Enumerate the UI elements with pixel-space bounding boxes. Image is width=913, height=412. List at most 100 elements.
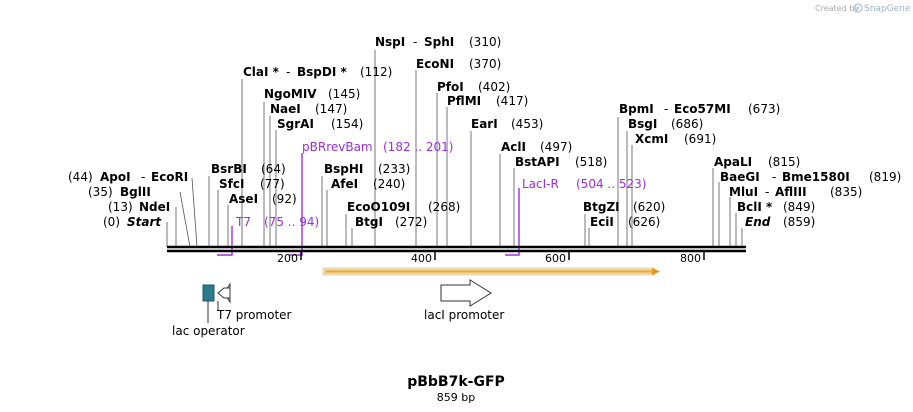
site-label-bsrbi: BsrBI	[211, 162, 247, 176]
site-pos: (147)	[315, 102, 347, 116]
site-pos: (835)	[830, 185, 862, 199]
site-pos: (417)	[496, 94, 528, 108]
site-label-acli: AclI	[501, 140, 526, 154]
site-label-pflmi: PflMI	[447, 94, 481, 108]
site-pos: (44)	[68, 170, 93, 184]
primer-label: T7	[235, 215, 251, 229]
feature-lac-operator[interactable]: lac operator	[172, 284, 245, 338]
sequence-backbone	[167, 245, 746, 253]
ruler-label-600: 600	[545, 252, 566, 265]
site-label-bcli: BclI *	[737, 200, 773, 214]
site-pos: (626)	[628, 215, 660, 229]
site-label-bme1580i: Bme1580I	[782, 170, 850, 184]
orf-arrow[interactable]	[322, 267, 660, 276]
site-pos: (370)	[469, 57, 501, 71]
site-label-naei: NaeI	[270, 102, 301, 116]
site-label-ngomiv: NgoMIV	[264, 87, 317, 101]
site-pos: (815)	[768, 155, 800, 169]
site-label-baegi: BaeGI	[720, 170, 760, 184]
site-label-sgrai: SgrAI	[277, 117, 314, 131]
site-pos: (92)	[272, 192, 297, 206]
site-pos: (518)	[575, 155, 607, 169]
snapgene-logo-icon	[853, 3, 863, 13]
primer-range: (75 .. 94)	[264, 215, 319, 229]
site-label-bstapi: BstAPI	[515, 155, 560, 169]
feature-t7-promoter[interactable]: T7 promoter	[216, 282, 292, 322]
site-label-afliii: AflIII	[775, 185, 807, 199]
site-pos: (145)	[328, 87, 360, 101]
site-label-sfci: SfcI	[219, 177, 244, 191]
site-label-btgzi: BtgZI	[583, 200, 620, 214]
site-label-pfoi: PfoI	[437, 80, 464, 94]
plasmid-length: 859 bp	[437, 391, 475, 404]
site-pos: (77)	[260, 177, 285, 191]
site-label-sphi: SphI	[424, 35, 454, 49]
site-pos: (686)	[671, 117, 703, 131]
watermark-text: Created by	[815, 4, 859, 13]
site-label-econi: EcoNI	[416, 57, 454, 71]
site-label-bpmi: BpmI	[619, 102, 654, 116]
primer-range: (182 .. 201)	[383, 140, 453, 154]
site-pos: (64)	[261, 162, 286, 176]
site-pos: (272)	[395, 215, 427, 229]
site-leader-lines	[166, 50, 743, 248]
site-pos: (453)	[511, 117, 543, 131]
plasmid-name: pBbB7k-GFP	[407, 374, 505, 390]
site-dash: -	[141, 170, 145, 184]
site-dash: -	[413, 35, 417, 49]
site-label-nspi: NspI	[375, 35, 405, 49]
primer-range: (504 .. 523)	[576, 177, 646, 191]
primer-laci-r[interactable]: LacI-R (504 .. 523)	[505, 177, 646, 256]
site-label-bsphi: BspHI	[324, 162, 363, 176]
site-label-ndei: NdeI	[139, 200, 170, 214]
site-pos: (310)	[469, 35, 501, 49]
site-pos: (35)	[88, 185, 113, 199]
site-pos: (13)	[108, 200, 133, 214]
start-label: Start	[127, 215, 162, 229]
site-label-bglii: BglII	[120, 185, 151, 199]
site-pos: (402)	[478, 80, 510, 94]
site-label-clai: ClaI *	[243, 65, 280, 79]
site-pos: (233)	[378, 162, 410, 176]
feature-laci-promoter[interactable]: lacI promoter	[424, 279, 504, 322]
primer-label: pBRrevBam	[302, 140, 373, 154]
site-label-mlui: MluI	[729, 185, 758, 199]
site-labels: NspI - SphI (310) EcoNI (370) ClaI * - B…	[68, 35, 901, 229]
ruler: 200 400 600 800	[277, 251, 705, 265]
primer-pbrrevbam[interactable]: pBRrevBam (182 .. 201)	[289, 140, 453, 256]
site-dash: -	[765, 185, 769, 199]
site-pos: (673)	[748, 102, 780, 116]
site-label-ecori: EcoRI	[151, 170, 188, 184]
site-pos: (819)	[869, 170, 901, 184]
primer-t7[interactable]: T7 (75 .. 94)	[217, 215, 319, 256]
primer-label: LacI-R	[522, 177, 559, 191]
site-label-ecoo109i: EcoO109I	[347, 200, 410, 214]
site-pos: (620)	[633, 200, 665, 214]
ruler-label-200: 200	[277, 252, 298, 265]
site-dash: -	[286, 65, 290, 79]
site-label-eco57mi: Eco57MI	[674, 102, 731, 116]
site-label-btgi: BtgI	[355, 215, 383, 229]
site-label-eari: EarI	[471, 117, 498, 131]
site-pos: (859)	[783, 215, 815, 229]
site-label-bsgi: BsgI	[628, 117, 657, 131]
site-pos: (497)	[540, 140, 572, 154]
site-pos: (849)	[783, 200, 815, 214]
feature-label: lac operator	[172, 324, 245, 338]
site-label-apoi: ApoI	[100, 170, 131, 184]
feature-label: lacI promoter	[424, 308, 504, 322]
ruler-label-400: 400	[411, 252, 432, 265]
site-pos: (154)	[331, 117, 363, 131]
feature-label: T7 promoter	[216, 308, 292, 322]
site-dash: -	[664, 102, 668, 116]
end-label: End	[745, 215, 771, 229]
site-label-asei: AseI	[229, 192, 258, 206]
site-pos: (691)	[684, 132, 716, 146]
site-pos: (268)	[428, 200, 460, 214]
site-label-xcmi: XcmI	[635, 132, 668, 146]
site-label-bspdi: BspDI *	[297, 65, 347, 79]
brand-text: SnapGene	[864, 4, 911, 14]
site-pos: (0)	[103, 215, 120, 229]
site-label-ecii: EciI	[590, 215, 614, 229]
